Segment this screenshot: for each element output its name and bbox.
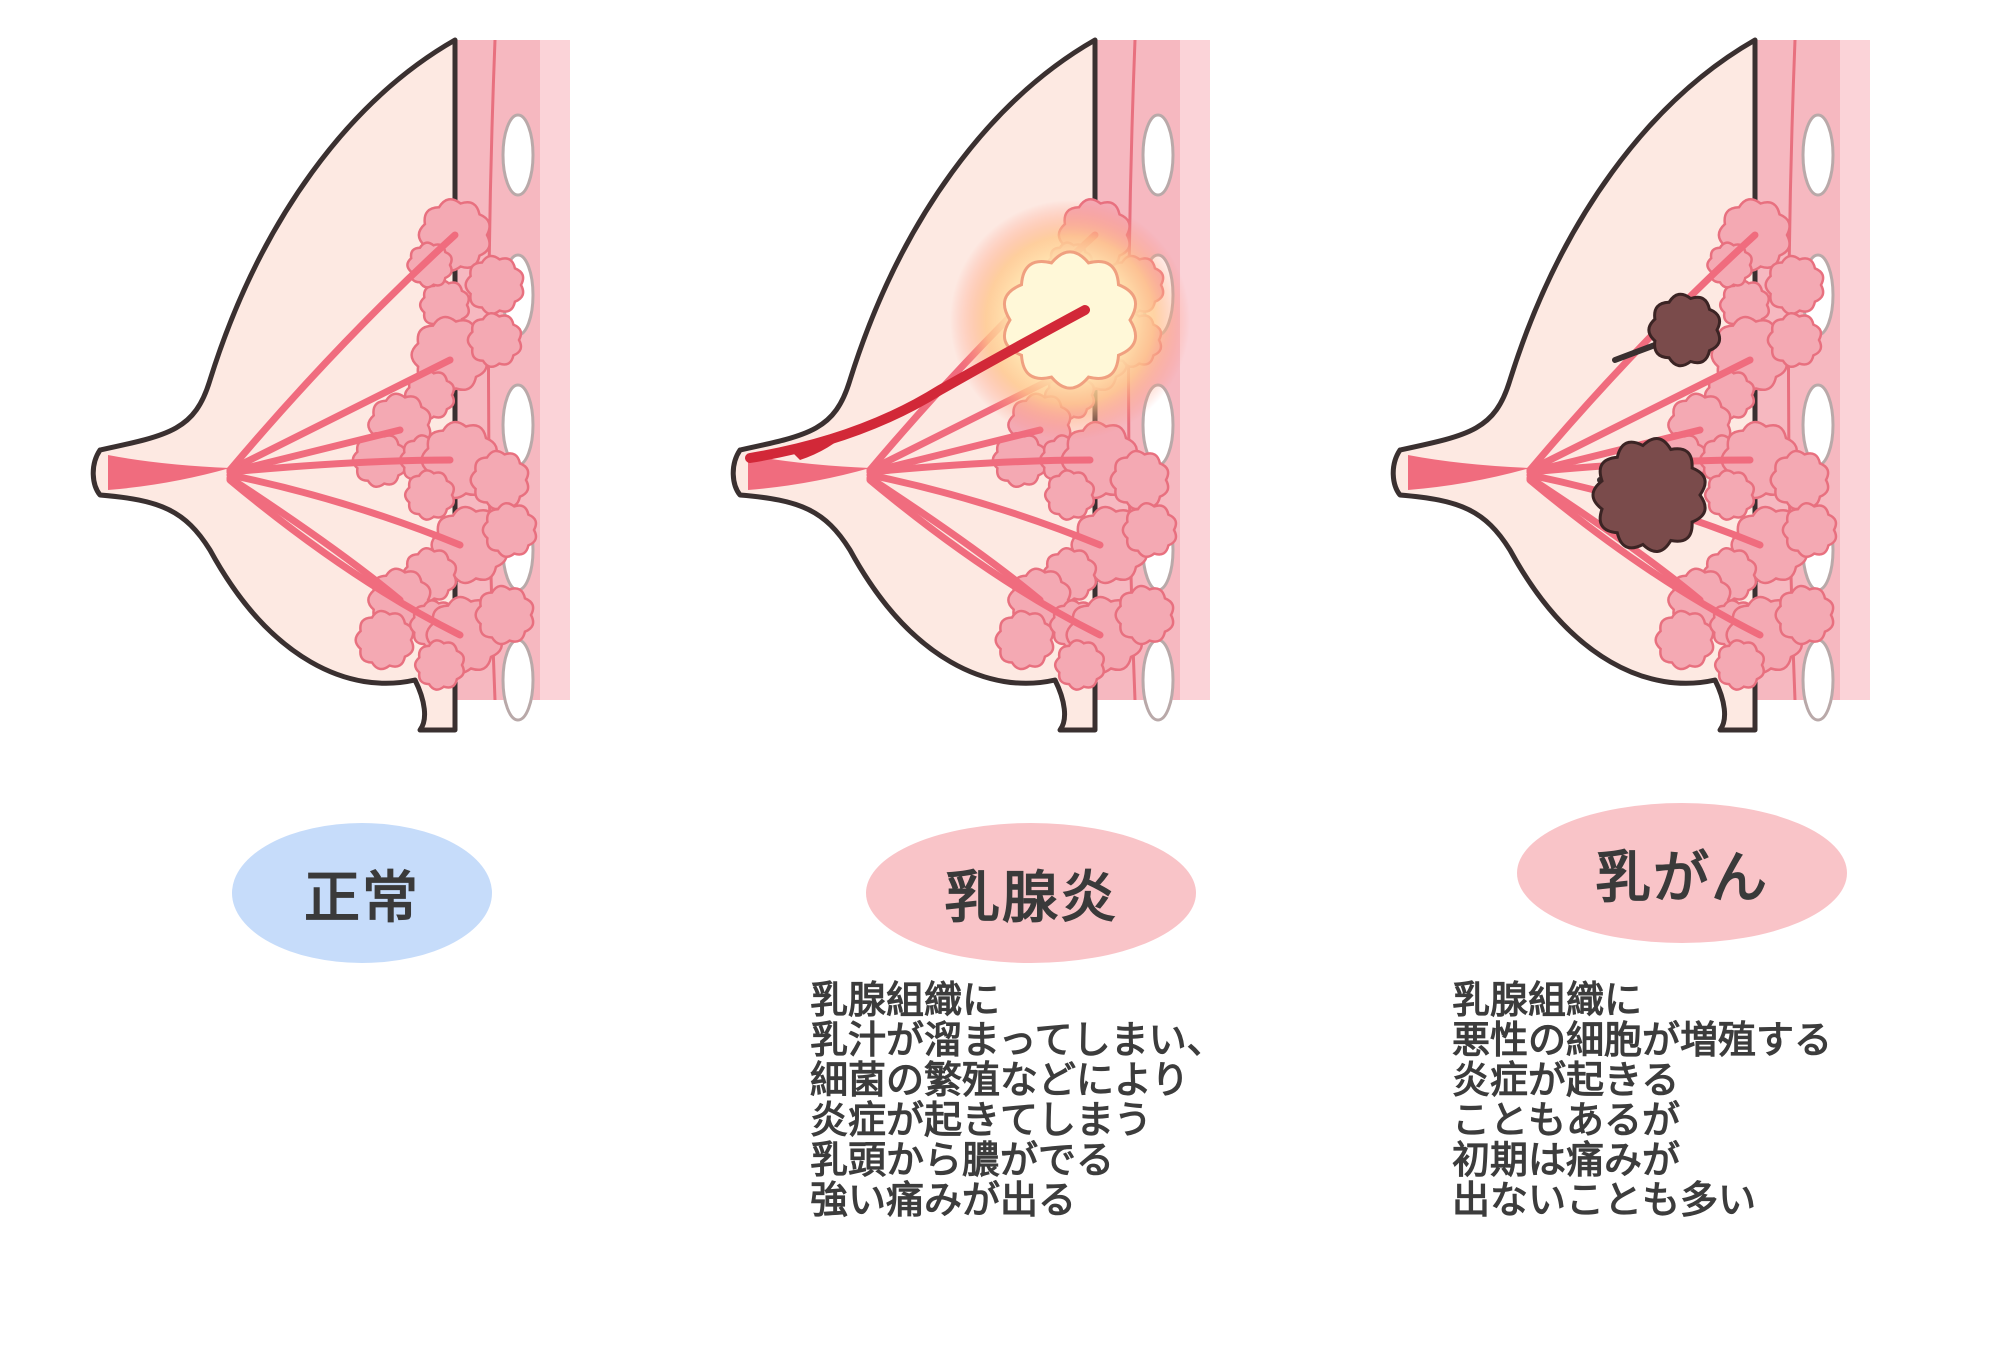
lobule-7 bbox=[1526, 476, 1835, 691]
label-mastitis-text: 乳腺炎 bbox=[944, 865, 1118, 931]
lobule-cluster bbox=[1781, 501, 1838, 559]
lobule-cluster bbox=[466, 311, 523, 369]
lobule-cluster bbox=[1114, 584, 1175, 646]
rib-5 bbox=[1141, 638, 1175, 722]
lobule-cluster bbox=[1774, 584, 1835, 646]
mastitis-description: 乳腺組織に 乳汁が溜まってしまい、 細菌の繁殖などにより 炎症が起きてしまう 乳… bbox=[810, 980, 1225, 1220]
label-mastitis: 乳腺炎 bbox=[866, 823, 1196, 963]
milk-duct bbox=[866, 471, 1104, 549]
milk-duct bbox=[866, 426, 1044, 476]
lobule-cluster bbox=[1706, 241, 1753, 289]
breast-cancer bbox=[1390, 37, 1870, 733]
rib-5 bbox=[1801, 638, 1835, 722]
lobule-cluster bbox=[1764, 254, 1825, 316]
label-normal: 正常 bbox=[232, 823, 492, 963]
description-line: 乳汁が溜まってしまい、 bbox=[810, 1018, 1225, 1062]
lobule-cluster bbox=[1769, 449, 1830, 511]
lobule-2 bbox=[226, 311, 523, 474]
milk-duct bbox=[1526, 356, 1754, 474]
breast-outline bbox=[730, 37, 1098, 733]
milk-duct bbox=[226, 476, 464, 639]
milk-duct bbox=[226, 231, 459, 474]
lobule-cluster bbox=[1713, 639, 1766, 691]
nipple-ducts bbox=[1408, 455, 1530, 490]
breast-normal bbox=[90, 37, 570, 733]
cancer-description: 乳腺組織に 悪性の細胞が増殖する 炎症が起きる こともあるが 初期は痛みが 出な… bbox=[1452, 980, 1832, 1220]
lobule-1 bbox=[226, 198, 525, 474]
lobule-cluster bbox=[1043, 469, 1096, 521]
milk-duct bbox=[226, 356, 454, 474]
description-line: 乳腺組織に bbox=[1452, 978, 1643, 1022]
description-line: 乳頭から膿がでる bbox=[810, 1138, 1115, 1182]
rib-1 bbox=[1801, 113, 1835, 197]
tumor-stalk bbox=[1612, 342, 1658, 363]
lobule-7 bbox=[866, 476, 1175, 691]
lobule-4 bbox=[866, 420, 1170, 521]
breast-outline bbox=[1390, 37, 1758, 733]
milk-duct bbox=[866, 456, 1094, 476]
nipple-ducts bbox=[108, 455, 230, 490]
label-normal-text: 正常 bbox=[304, 865, 420, 931]
description-line: こともあるが bbox=[1452, 1098, 1681, 1142]
milk-duct bbox=[226, 471, 464, 549]
lobule-4 bbox=[226, 420, 530, 521]
lobule-cluster bbox=[354, 609, 415, 671]
description-line: 炎症が起きる bbox=[1452, 1058, 1680, 1102]
inflamed-sinus bbox=[790, 430, 850, 460]
chest-wall-edge bbox=[1180, 40, 1210, 700]
milk-duct bbox=[226, 474, 404, 604]
lobule-cluster bbox=[469, 449, 530, 511]
lobule-cluster bbox=[994, 609, 1055, 671]
description-line: 乳腺組織に bbox=[810, 978, 1001, 1022]
chest-wall-edge bbox=[1840, 40, 1870, 700]
breast-outline bbox=[90, 37, 458, 733]
milk-duct bbox=[866, 474, 1044, 604]
lobule-1 bbox=[1526, 198, 1825, 474]
lobule-cluster bbox=[481, 501, 538, 559]
milk-duct bbox=[226, 426, 404, 476]
lobule-cluster bbox=[1109, 449, 1170, 511]
lobule-cluster bbox=[1703, 469, 1756, 521]
description-line: 細菌の繁殖などにより bbox=[810, 1058, 1190, 1102]
description-line: 悪性の細胞が増殖する bbox=[1452, 1018, 1833, 1062]
description-line: 初期は痛みが bbox=[1452, 1138, 1681, 1182]
lobule-cluster bbox=[1053, 639, 1106, 691]
lobule-2 bbox=[1526, 311, 1823, 474]
description-line: 炎症が起きてしまう bbox=[810, 1098, 1153, 1142]
lobule-cluster bbox=[1121, 501, 1178, 559]
lobule-cluster bbox=[474, 584, 535, 646]
lobule-cluster bbox=[464, 254, 525, 316]
milk-duct bbox=[866, 476, 1104, 639]
description-line: 強い痛みが出る bbox=[810, 1178, 1077, 1222]
label-cancer: 乳がん bbox=[1517, 803, 1847, 943]
label-cancer-text: 乳がん bbox=[1595, 845, 1769, 911]
lobule-7 bbox=[226, 476, 535, 691]
milk-duct bbox=[1526, 231, 1759, 474]
lobule-cluster bbox=[1766, 311, 1823, 369]
rib-1 bbox=[501, 113, 535, 197]
description-line: 出ないことも多い bbox=[1452, 1178, 1757, 1222]
breast-mastitis bbox=[730, 37, 1210, 733]
nipple-ducts bbox=[748, 455, 870, 490]
lobule-cluster bbox=[1654, 609, 1715, 671]
rib-5 bbox=[501, 638, 535, 722]
milk-duct bbox=[1526, 476, 1764, 639]
rib-1 bbox=[1141, 113, 1175, 197]
small-tumor bbox=[1647, 292, 1722, 368]
lobule-cluster bbox=[406, 241, 453, 289]
lobule-cluster bbox=[413, 639, 466, 691]
lobule-cluster bbox=[403, 469, 456, 521]
large-tumor bbox=[1591, 437, 1707, 553]
milk-duct bbox=[226, 456, 454, 476]
chest-wall-edge bbox=[540, 40, 570, 700]
